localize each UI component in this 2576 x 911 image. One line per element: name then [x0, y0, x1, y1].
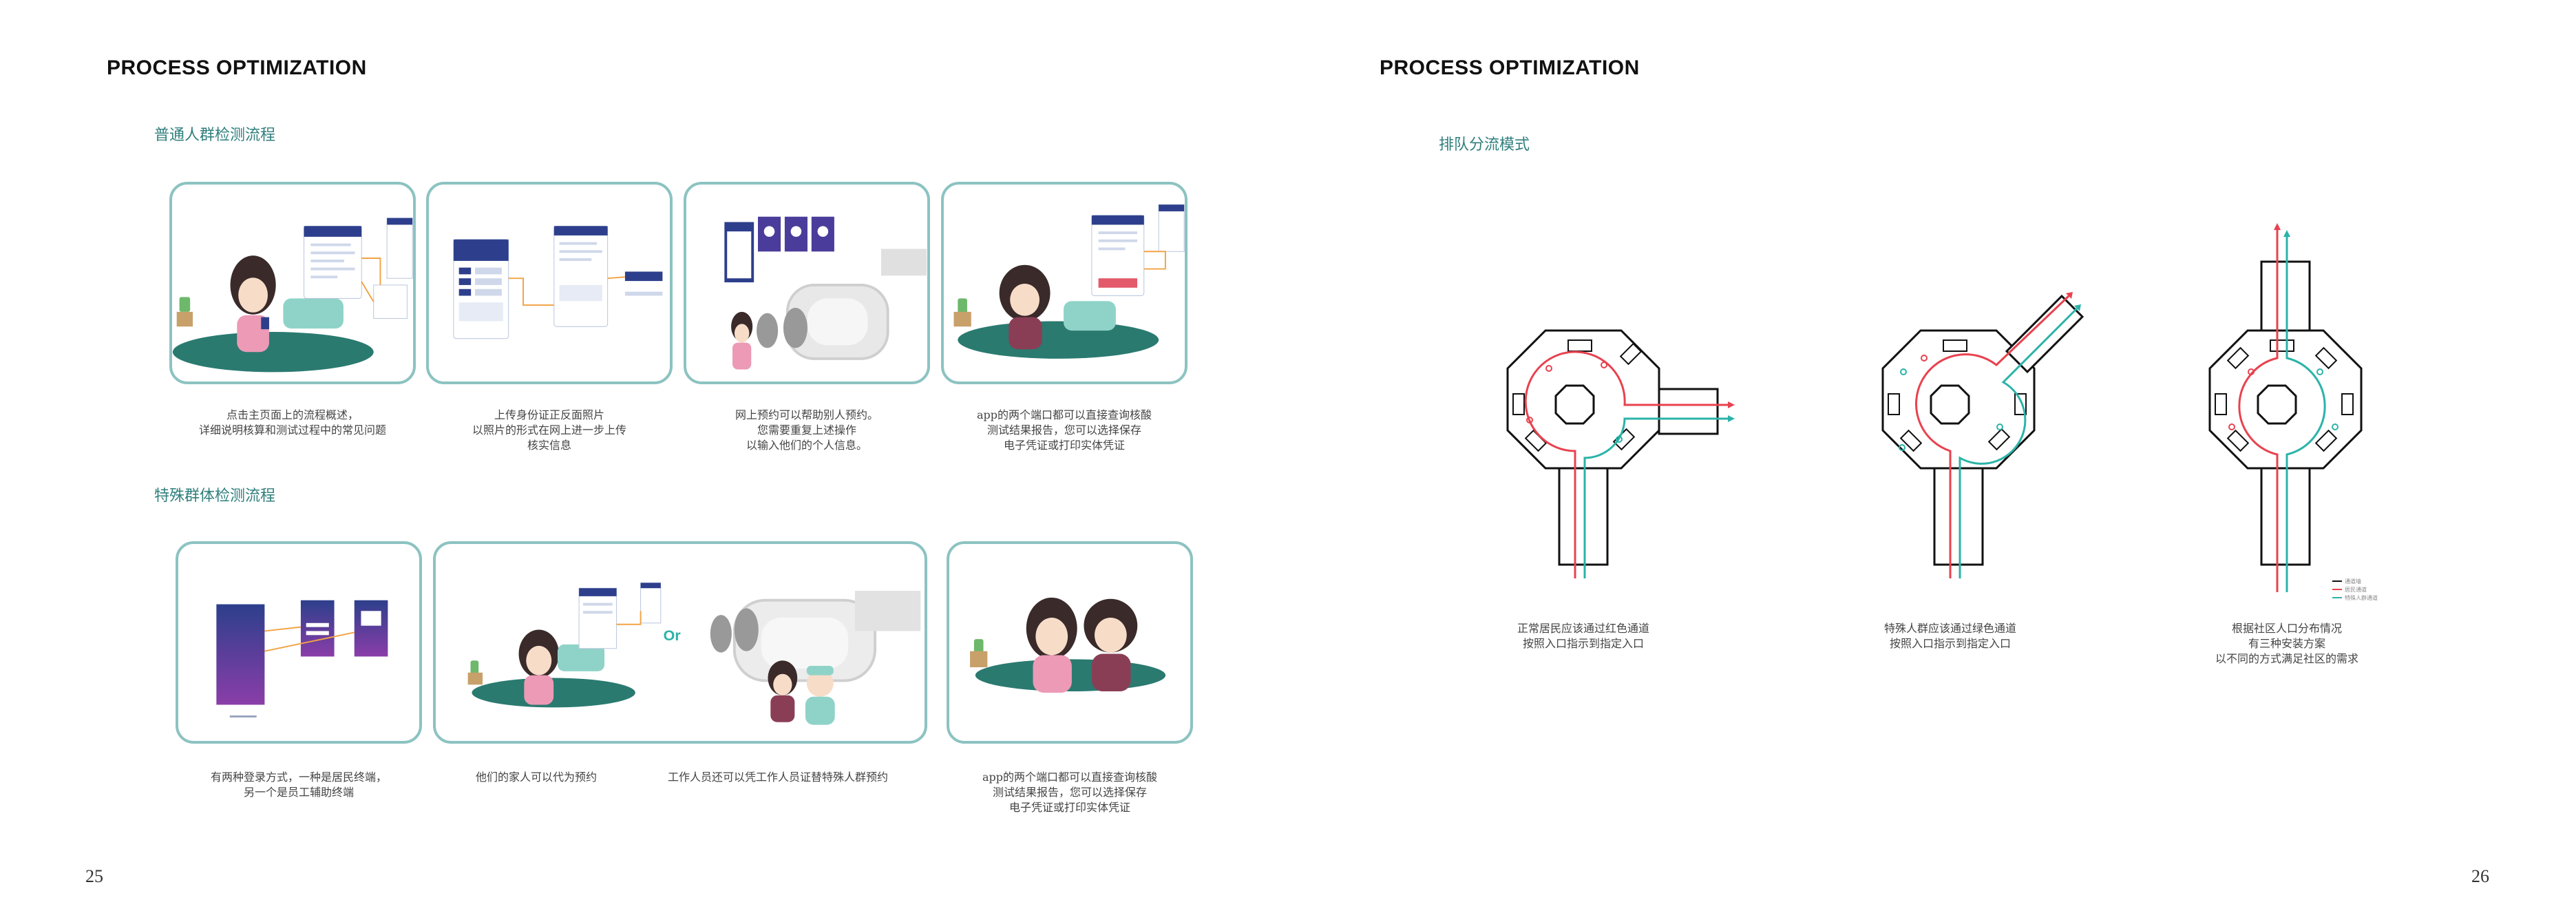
- caption-normal-residents: 正常居民应该通过红色通道 按照入口指示到指定入口: [1517, 622, 1649, 650]
- panel-booking-for-others: [684, 182, 930, 384]
- page-number-right: 26: [2471, 866, 2489, 886]
- illustration-family-and-staff-booking: Or: [467, 582, 921, 725]
- legend-item-special-channel: 特殊人群通道: [2345, 594, 2378, 601]
- panel-family-booking: Or: [433, 541, 927, 744]
- caption-login-methods: 有两种登录方式，一种是居民终端， 另一个是员工辅助终端: [210, 771, 387, 799]
- caption-family-booking: 他们的家人可以代为预约: [475, 771, 597, 784]
- illustration-login-screens: [216, 600, 388, 718]
- section-title-special-groups: 特殊群体检测流程: [154, 488, 276, 505]
- caption-upload-id: 上传身份证正反面照片 以照片的形式在网上进一步上传 核实信息: [472, 408, 626, 452]
- right-page-heading: PROCESS OPTIMIZATION: [1380, 56, 1640, 79]
- panel-login-methods: [176, 541, 422, 744]
- panel-results-query: [941, 182, 1187, 384]
- left-page-heading: PROCESS OPTIMIZATION: [107, 56, 367, 79]
- panel-process-overview: [169, 182, 416, 384]
- legend-item-resident-channel: 居民通道: [2345, 586, 2367, 593]
- diagram-installation-options: 通道墙 居民通道 特殊人群通道: [2189, 220, 2478, 606]
- illustration-booking-and-booth: [724, 216, 927, 370]
- legend-item-wall: 通道墙: [2345, 578, 2361, 585]
- section-title-general-testing: 普通人群检测流程: [154, 127, 276, 144]
- diagram-normal-residents: [1487, 317, 1776, 606]
- or-label: Or: [664, 627, 681, 644]
- caption-results-query: app的两个端口都可以直接查询核酸 测试结果报告，您可以选择保存 电子凭证或打印…: [976, 408, 1152, 452]
- caption-special-groups: 特殊人群应该通过绿色通道 按照入口指示到指定入口: [1883, 622, 2016, 650]
- caption-installation-options: 根据社区人口分布情况 有三种安装方案 以不同的方式满足社区的需求: [2215, 622, 2358, 665]
- caption-booking-for-others: 网上预约可以帮助别人预约。 您需要重复上述操作 以输入他们的个人信息。: [735, 408, 878, 452]
- diagram-special-groups: [1862, 289, 2151, 606]
- illustration-id-upload-screens: [453, 225, 663, 339]
- caption-process-overview: 点击主页面上的流程概述， 详细说明核算和测试过程中的常见问题: [198, 408, 386, 437]
- section-title-queue-mode: 排队分流模式: [1439, 136, 1530, 154]
- panel-results-query-special: [947, 541, 1193, 744]
- panel-upload-id: [426, 182, 673, 384]
- channel-legend: 通道墙 居民通道 特殊人群通道: [2332, 578, 2378, 601]
- illustration-two-women: [970, 597, 1166, 693]
- caption-staff-booking: 工作人员还可以凭工作人员证替特殊人群预约: [667, 771, 888, 784]
- illustration-woman-with-phone: [172, 218, 413, 373]
- illustration-woman-results: [953, 204, 1185, 359]
- page-number-left: 25: [85, 866, 103, 886]
- caption-results-query-special: app的两个端口都可以直接查询核酸 测试结果报告，您可以选择保存 电子凭证或打印…: [982, 771, 1158, 814]
